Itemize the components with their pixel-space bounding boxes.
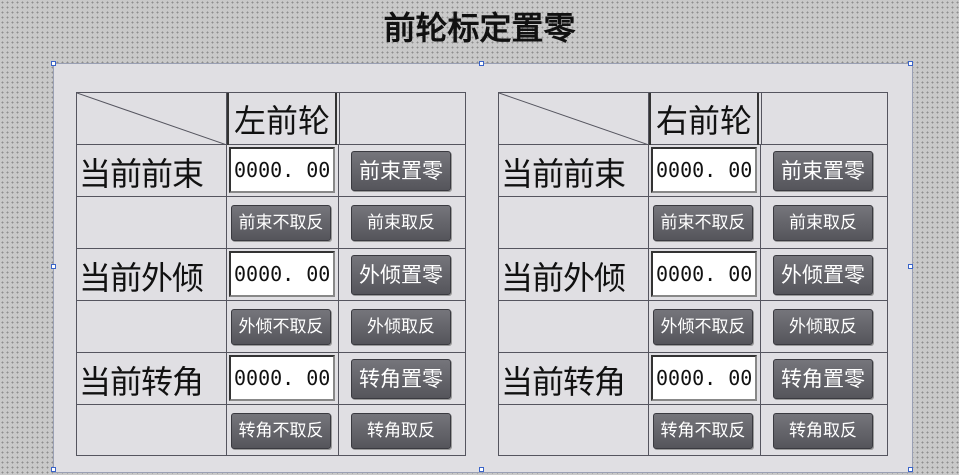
steer-zero-button[interactable]: 转角置零 <box>351 359 451 399</box>
column-title-right-wheel: 右前轮 <box>649 93 759 145</box>
table-row: 外倾不取反 外倾取反 <box>499 301 887 353</box>
selection-handle-bottom-middle[interactable] <box>479 467 484 472</box>
left-wheel-table: 左前轮 当前前束 0000. 00 前束置零 前束不取反 前束取反 当前外倾 0… <box>76 92 466 456</box>
corner-cell <box>499 93 649 145</box>
camber-no-invert-button[interactable]: 外倾不取反 <box>231 309 331 345</box>
column-title-left-wheel: 左前轮 <box>227 93 337 145</box>
diagonal-line-icon <box>77 93 227 145</box>
steer-invert-button[interactable]: 转角取反 <box>773 413 873 449</box>
diagonal-line-icon <box>499 93 649 145</box>
steer-invert-button[interactable]: 转角取反 <box>351 413 451 449</box>
camber-value-field[interactable]: 0000. 00 <box>229 251 335 297</box>
toe-invert-button[interactable]: 前束取反 <box>351 205 451 241</box>
row-label-camber: 当前外倾 <box>79 259 204 297</box>
toe-zero-button[interactable]: 前束置零 <box>773 151 873 191</box>
camber-no-invert-button[interactable]: 外倾不取反 <box>653 309 753 345</box>
row-label-toe: 当前前束 <box>501 155 626 193</box>
toe-value-field[interactable]: 0000. 00 <box>229 147 335 193</box>
camber-invert-button[interactable]: 外倾取反 <box>351 309 451 345</box>
selection-handle-bottom-right[interactable] <box>908 467 913 472</box>
steer-value-field[interactable]: 0000. 00 <box>651 355 757 401</box>
steer-value-field[interactable]: 0000. 00 <box>229 355 335 401</box>
toe-invert-button[interactable]: 前束取反 <box>773 205 873 241</box>
selection-handle-top-left[interactable] <box>51 61 56 66</box>
camber-zero-button[interactable]: 外倾置零 <box>351 255 451 295</box>
toe-value-field[interactable]: 0000. 00 <box>651 147 757 193</box>
table-row: 当前转角 0000. 00 转角置零 <box>499 353 887 405</box>
page-title: 前轮标定置零 <box>383 9 576 47</box>
camber-value-field[interactable]: 0000. 00 <box>651 251 757 297</box>
right-wheel-table: 右前轮 当前前束 0000. 00 前束置零 前束不取反 前束取反 当前外倾 0… <box>498 92 888 456</box>
table-row: 当前前束 0000. 00 前束置零 <box>499 145 887 197</box>
selection-handle-bottom-left[interactable] <box>51 467 56 472</box>
row-label-toe: 当前前束 <box>79 155 204 193</box>
camber-invert-button[interactable]: 外倾取反 <box>773 309 873 345</box>
toe-zero-button[interactable]: 前束置零 <box>351 151 451 191</box>
row-label-steer: 当前转角 <box>79 363 204 401</box>
table-row: 当前转角 0000. 00 转角置零 <box>77 353 465 405</box>
table-row: 前束不取反 前束取反 <box>77 197 465 249</box>
table-header-row: 右前轮 <box>499 93 887 145</box>
toe-no-invert-button[interactable]: 前束不取反 <box>653 205 753 241</box>
table-row: 当前前束 0000. 00 前束置零 <box>77 145 465 197</box>
table-row: 前束不取反 前束取反 <box>499 197 887 249</box>
table-row: 转角不取反 转角取反 <box>77 405 465 455</box>
steer-no-invert-button[interactable]: 转角不取反 <box>653 413 753 449</box>
selection-handle-middle-left[interactable] <box>51 264 56 269</box>
selection-handle-middle-right[interactable] <box>908 264 913 269</box>
row-label-camber: 当前外倾 <box>501 259 626 297</box>
camber-zero-button[interactable]: 外倾置零 <box>773 255 873 295</box>
selection-handle-top-middle[interactable] <box>479 61 484 66</box>
table-row: 当前外倾 0000. 00 外倾置零 <box>499 249 887 301</box>
steer-zero-button[interactable]: 转角置零 <box>773 359 873 399</box>
header-empty-cell <box>761 93 887 144</box>
table-row: 外倾不取反 外倾取反 <box>77 301 465 353</box>
selection-handle-top-right[interactable] <box>908 61 913 66</box>
toe-no-invert-button[interactable]: 前束不取反 <box>231 205 331 241</box>
table-row: 当前外倾 0000. 00 外倾置零 <box>77 249 465 301</box>
steer-no-invert-button[interactable]: 转角不取反 <box>231 413 331 449</box>
calibration-panel: 左前轮 当前前束 0000. 00 前束置零 前束不取反 前束取反 当前外倾 0… <box>53 63 913 473</box>
table-row: 转角不取反 转角取反 <box>499 405 887 455</box>
row-label-steer: 当前转角 <box>501 363 626 401</box>
corner-cell <box>77 93 227 145</box>
table-header-row: 左前轮 <box>77 93 465 145</box>
header-empty-cell <box>339 93 465 144</box>
